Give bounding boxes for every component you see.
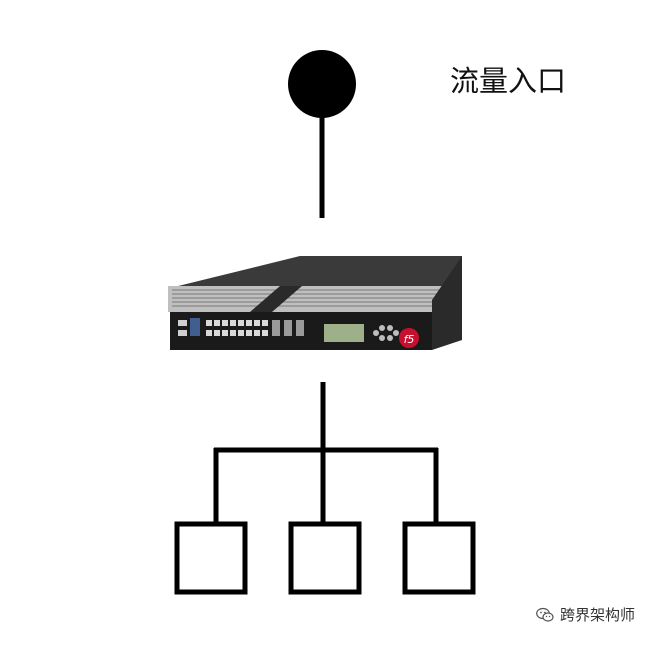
load-balancer-device: f5 [168,256,462,350]
device-mgmt-ports [178,318,200,336]
f5-logo-badge [399,328,419,348]
f5-logo-text: f5 [404,333,415,346]
device-fiber-ports [272,320,304,336]
device-ethernet-ports [206,320,268,336]
device-vent-diagonal [250,286,302,312]
traffic-entry-label: 流量入口 [450,64,566,98]
backend-server-2 [288,521,362,595]
traffic-entry-node [288,50,356,118]
watermark-text: 跨界架构师 [559,606,635,624]
device-vent-slots [172,289,458,307]
device-top-panel [170,256,462,288]
wechat-icon [536,607,554,623]
device-side-panel [432,256,462,350]
device-control-buttons [373,325,399,341]
backend-server-3 [402,521,476,595]
backend-server-1 [174,521,248,595]
device-lcd-display [324,324,364,342]
watermark: 跨界架构师 [536,604,635,625]
